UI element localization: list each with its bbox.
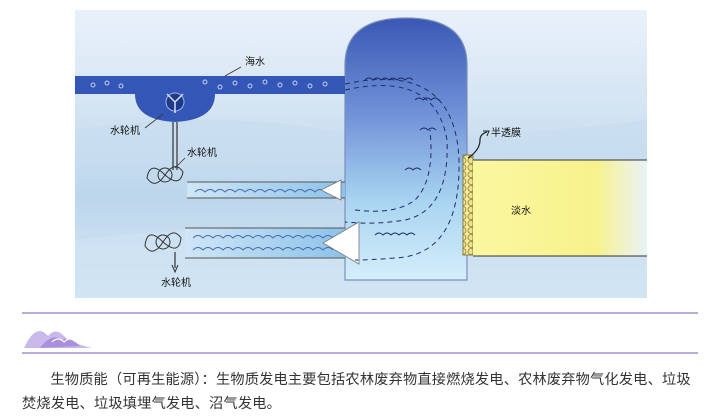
osmotic-power-diagram: 海水 水轮机 水轮机 水轮机 半透膜 淡水 (75, 10, 647, 298)
middle-pipe (187, 182, 345, 198)
turbine-top-icon (165, 92, 185, 113)
bottom-pipe (185, 228, 345, 258)
freshwater-reservoir (473, 160, 647, 256)
mountain-cloud-icon (24, 331, 92, 348)
label-freshwater: 淡水 (511, 205, 531, 217)
divider-bottom (22, 352, 698, 354)
nozzle-mid-icon (320, 179, 342, 201)
label-membrane: 半透膜 (491, 126, 521, 139)
divider-top (22, 312, 698, 314)
seawater-pipe (75, 76, 345, 94)
turbine-mid-icon (146, 166, 184, 184)
label-seawater: 海水 (245, 55, 265, 68)
label-turbine-bottom: 水轮机 (161, 276, 191, 289)
turbine-bottom-icon (144, 232, 182, 252)
label-turbine-mid: 水轮机 (187, 146, 217, 159)
article-paragraph: 生物质能（可再生能源）：生物质发电主要包括农林废弃物直接燃烧发电、农林废弃物气化… (22, 372, 691, 412)
label-turbine-top: 水轮机 (110, 124, 140, 137)
semipermeable-membrane (462, 154, 474, 256)
tank (344, 17, 468, 281)
nozzle-bottom-icon (322, 221, 360, 265)
